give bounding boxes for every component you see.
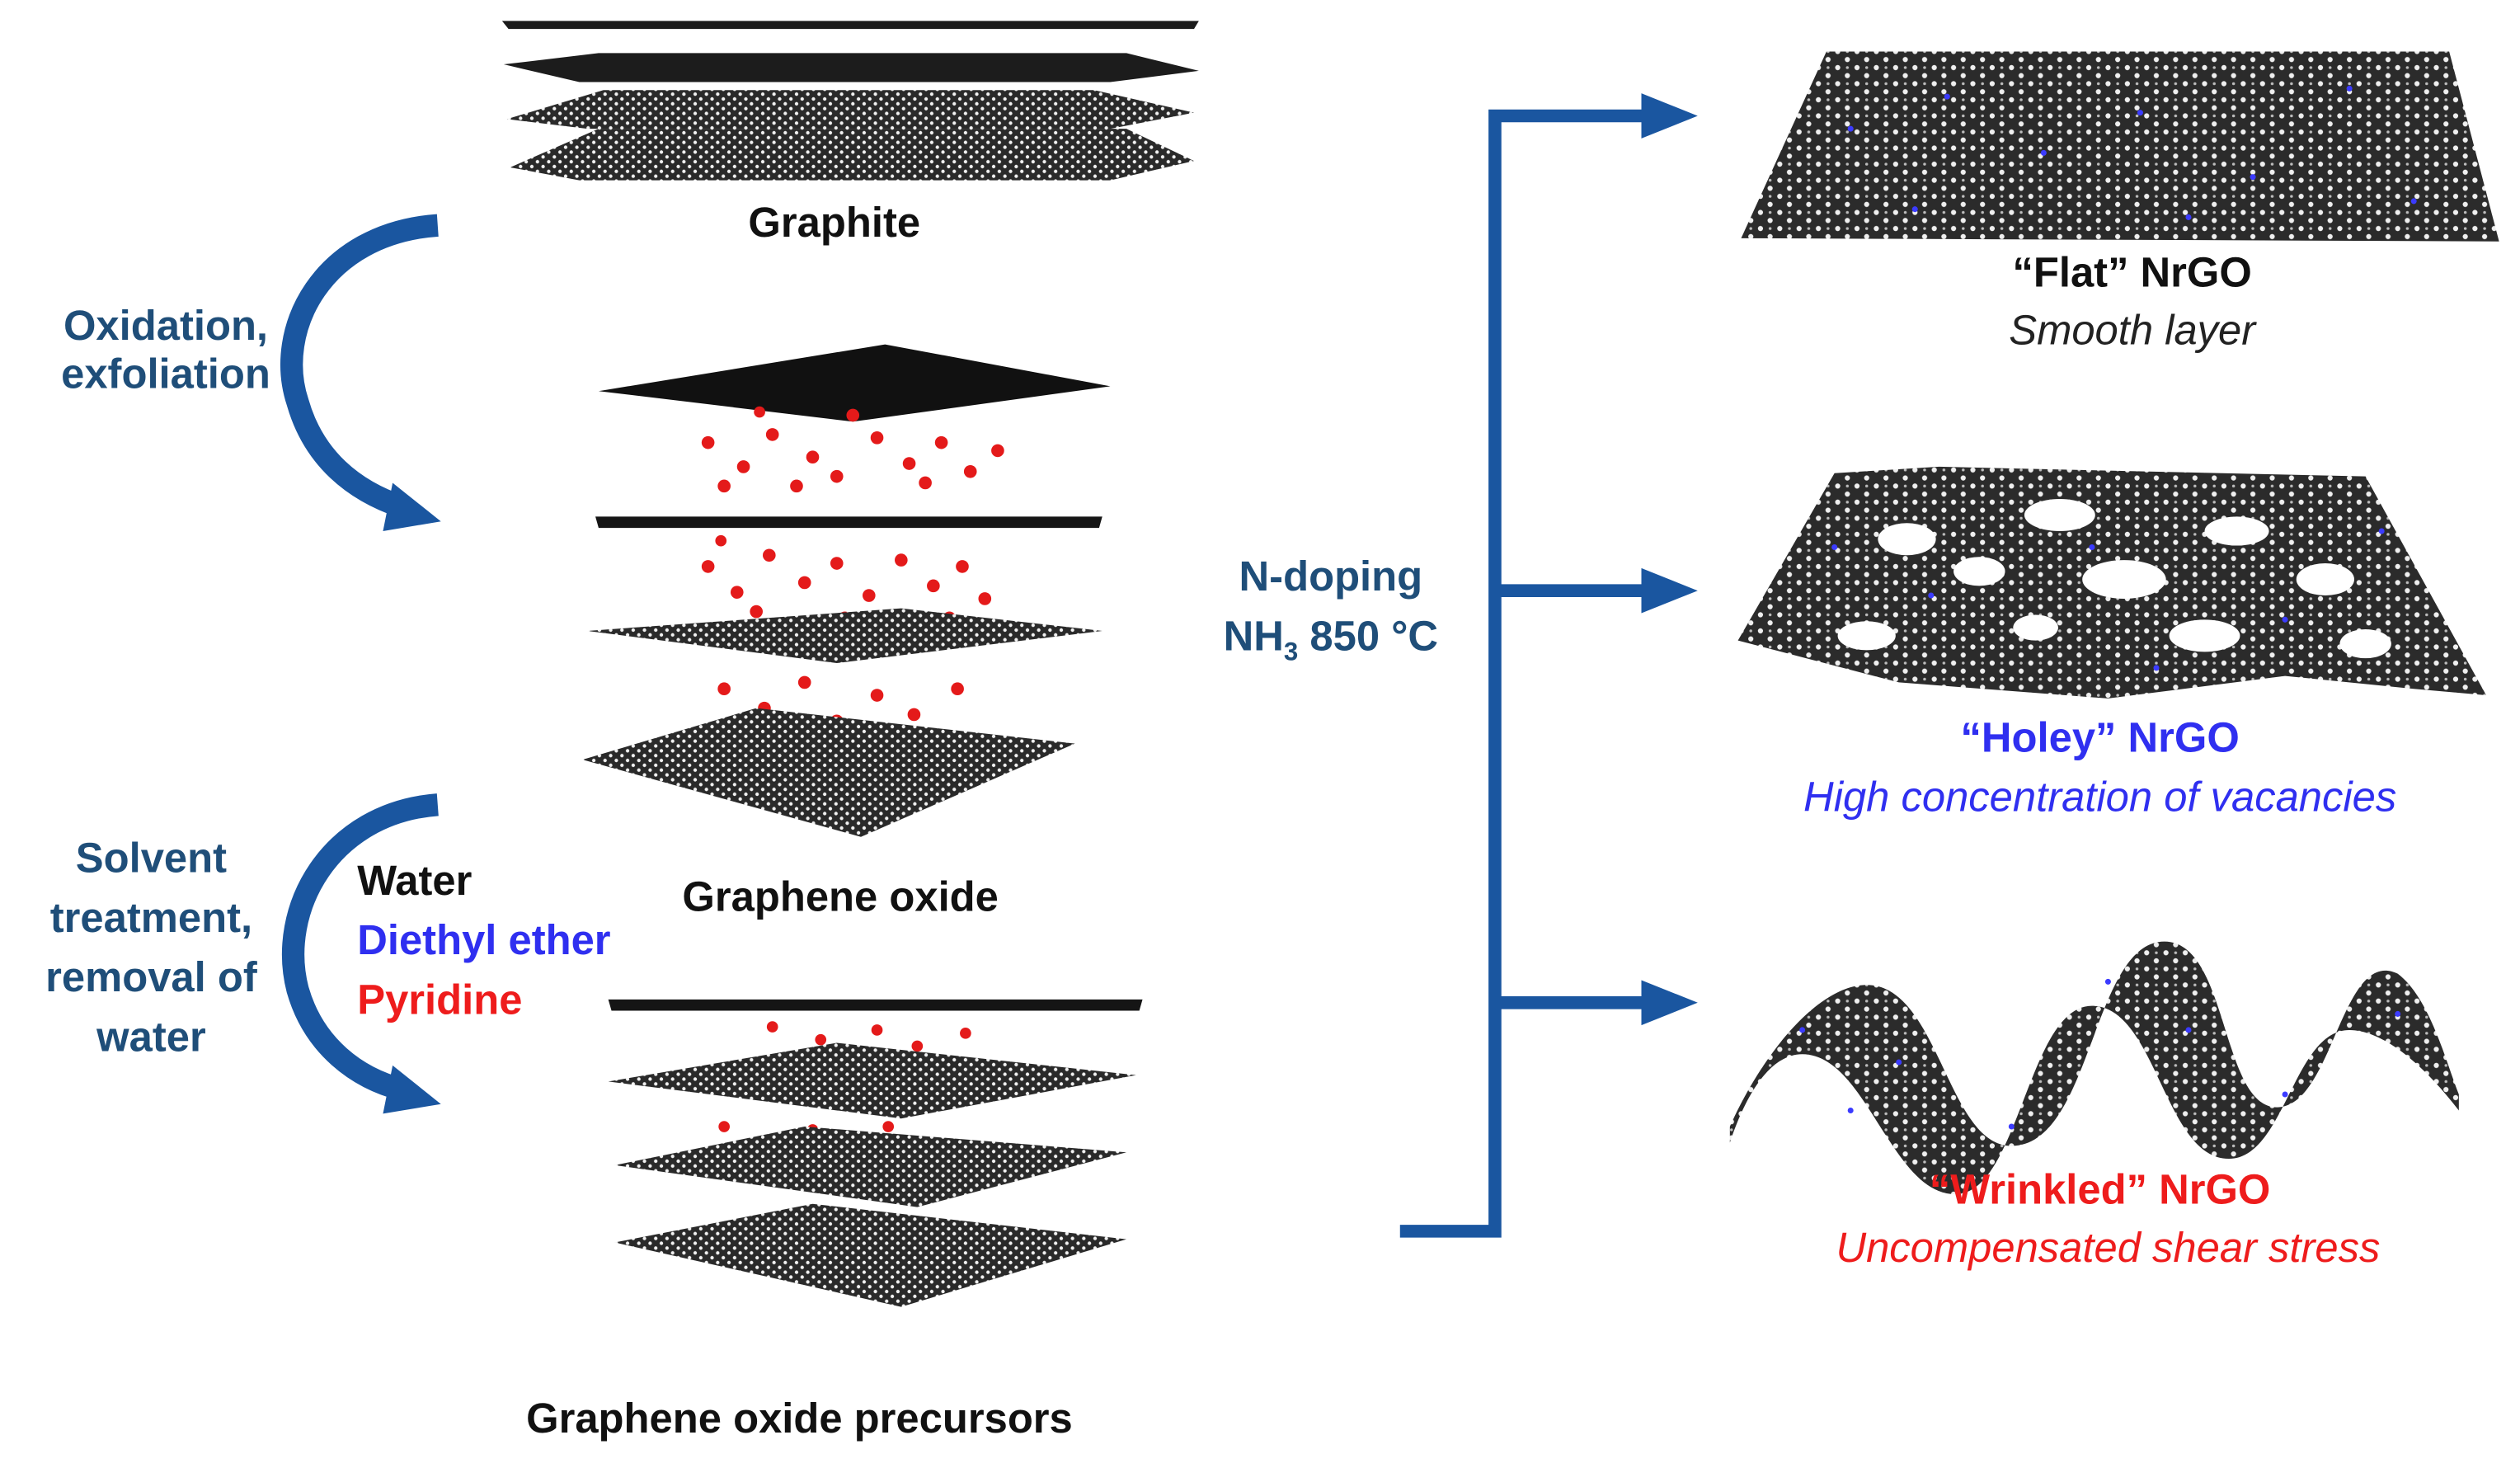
graphite-sheet-2	[503, 53, 1199, 82]
graphene-oxide-label: Graphene oxide	[682, 872, 999, 921]
oxidation-line-1: Oxidation,	[63, 300, 269, 350]
solvent-pyridine: Pyridine	[357, 975, 523, 1024]
ndoping-subscript: 3	[1283, 639, 1299, 667]
wrinkled-title: “Wrinkled” NrGO	[1929, 1165, 2271, 1214]
solvent-water: Water	[357, 856, 472, 905]
go-sheet-1	[598, 344, 1111, 422]
flat-nrgo-sheet	[1741, 51, 2499, 242]
precursor-sheet-3	[614, 1127, 1127, 1207]
graphite-sheet-3	[506, 90, 1194, 129]
graphite-layers	[501, 21, 1199, 181]
go-sheet-3	[587, 608, 1102, 664]
precursor-sheet-4	[614, 1203, 1127, 1307]
holey-nitrogen-atoms	[1831, 528, 2385, 671]
ndoping-temp: 850 °C	[1298, 611, 1439, 661]
ndoping-label: N-doping NH3 850 °C	[1186, 547, 1475, 682]
solvent-line-2: treatment,	[49, 893, 253, 942]
oxidation-line-2: exfoliation	[61, 349, 270, 398]
holey-title: “Holey” NrGO	[1960, 713, 2240, 762]
wrinkled-nrgo-sheet	[1729, 941, 2459, 1194]
ndoping-arrowheads	[1641, 93, 1698, 1026]
solvent-diethyl-ether: Diethyl ether	[357, 915, 611, 964]
precursor-sheet-1	[608, 999, 1143, 1011]
oxidation-arrow	[280, 214, 441, 531]
solvent-label: Solvent treatment, removal of water	[13, 829, 290, 1067]
graphite-label: Graphite	[748, 198, 921, 247]
graphite-sheet-1	[501, 21, 1199, 30]
ndoping-bracket	[1399, 109, 1650, 1238]
solvent-line-3: removal of	[45, 953, 257, 1001]
graphite-sheet-4	[510, 129, 1194, 181]
arrowhead-wrinkled	[1641, 980, 1698, 1026]
holey-subtitle: High concentration of vacancies	[1803, 772, 2397, 821]
precursors-label: Graphene oxide precursors	[526, 1393, 1073, 1442]
holey-nrgo-sheet	[1737, 466, 2487, 699]
flat-title: “Flat” NrGO	[2012, 247, 2252, 297]
flat-subtitle: Smooth layer	[2009, 305, 2256, 355]
go-oxygen-groups-1	[701, 406, 1004, 493]
solvent-line-4: water	[96, 1012, 206, 1061]
arrowhead-holey	[1641, 567, 1698, 614]
graphene-oxide-stack	[582, 344, 1111, 837]
wrinkled-nitrogen-atoms	[1799, 978, 2401, 1130]
oxidation-label: Oxidation, exfoliation	[29, 300, 303, 399]
solvent-line-1: Solvent	[75, 833, 228, 882]
go-oxygen-groups-2	[701, 534, 992, 625]
precursor-stack	[608, 999, 1143, 1307]
solvent-arrow	[281, 793, 441, 1114]
ndoping-nh: NH	[1223, 611, 1284, 661]
precursor-sheet-2	[608, 1042, 1136, 1119]
solvent-list: Water Diethyl ether Pyridine	[357, 851, 610, 1030]
precursor-oxygen-1	[766, 1021, 971, 1061]
ndoping-line-1: N-doping	[1239, 552, 1423, 600]
holey-vacancies	[1837, 498, 2391, 659]
flat-nitrogen-atoms	[1847, 85, 2417, 220]
wrinkled-subtitle: Uncompensated shear stress	[1836, 1223, 2381, 1272]
go-sheet-4	[582, 708, 1075, 837]
go-sheet-2	[595, 516, 1102, 529]
arrowhead-flat	[1641, 93, 1698, 139]
ndoping-line-2: NH3 850 °C	[1186, 607, 1475, 683]
